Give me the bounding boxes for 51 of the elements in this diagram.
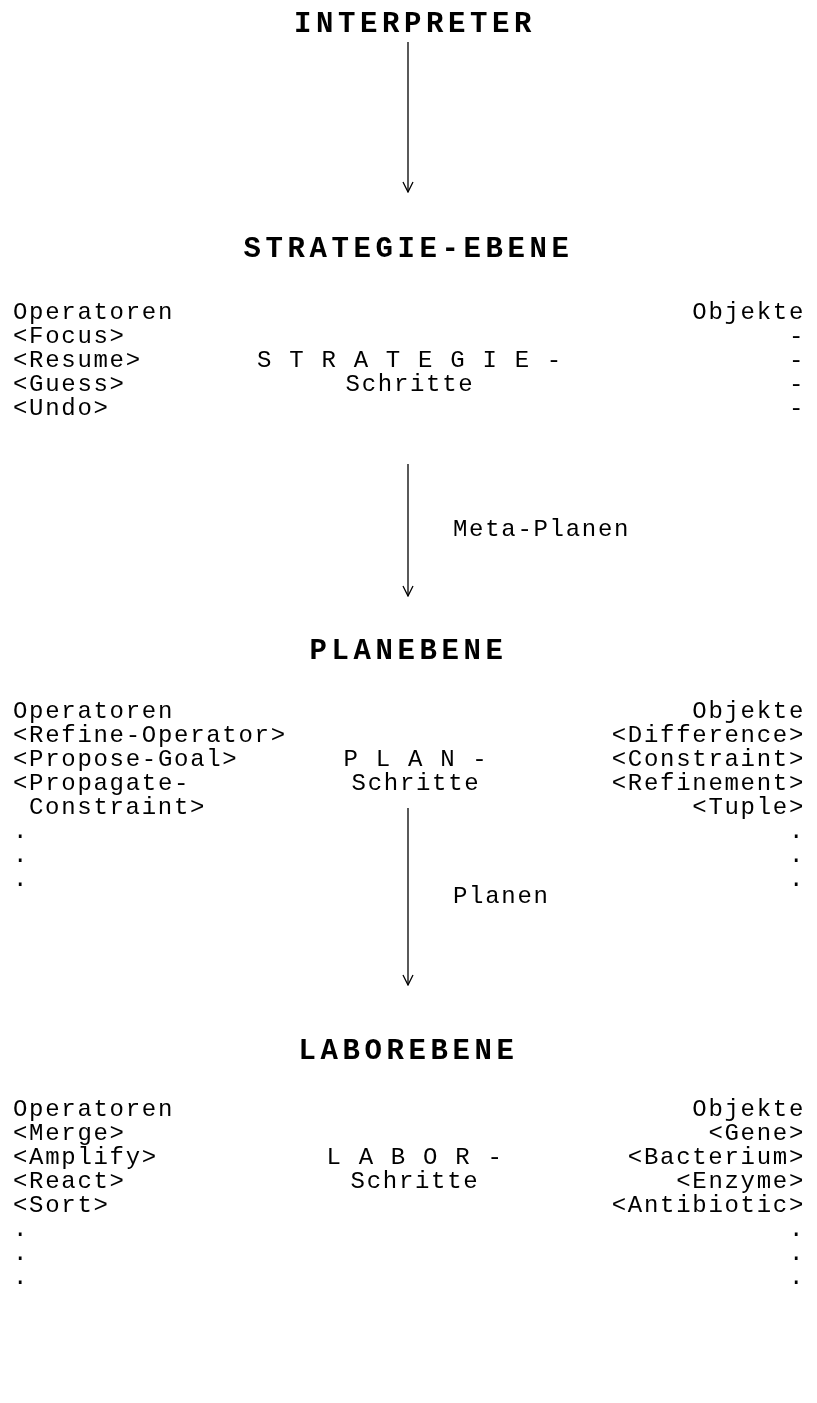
object-label: <Refinement> bbox=[611, 772, 805, 796]
placeholder-dash: - bbox=[788, 325, 805, 349]
operator-label: <Propagate- Constraint> bbox=[13, 772, 207, 820]
ellipsis-dot: . bbox=[788, 1218, 805, 1242]
operator-label: <Refine-Operator> bbox=[13, 724, 287, 748]
operator-label: <React> bbox=[13, 1170, 126, 1194]
object-label: <Bacterium> bbox=[627, 1146, 805, 1170]
ellipsis-dot: . bbox=[13, 1266, 30, 1290]
column-header: Objekte bbox=[692, 1098, 805, 1122]
object-label: <Antibiotic> bbox=[611, 1194, 805, 1218]
operator-label: <Focus> bbox=[13, 325, 126, 349]
object-label: <Gene> bbox=[708, 1122, 805, 1146]
placeholder-dash: - bbox=[788, 373, 805, 397]
object-label: <Difference> bbox=[611, 724, 805, 748]
object-label: <Tuple> bbox=[692, 796, 805, 820]
operator-label: <Undo> bbox=[13, 397, 110, 421]
column-header: Operatoren bbox=[13, 700, 175, 724]
ellipsis-dot: . bbox=[788, 1242, 805, 1266]
ellipsis-dot: . bbox=[13, 844, 30, 868]
arrow bbox=[402, 463, 414, 597]
operator-label: <Merge> bbox=[13, 1122, 126, 1146]
ellipsis-dot: . bbox=[788, 868, 805, 892]
ellipsis-dot: . bbox=[788, 1266, 805, 1290]
operator-label: <Propose-Goal> bbox=[13, 748, 239, 772]
column-header: Objekte bbox=[692, 301, 805, 325]
column-header: Operatoren bbox=[13, 1098, 175, 1122]
object-label: <Enzyme> bbox=[676, 1170, 805, 1194]
operator-label: <Guess> bbox=[13, 373, 126, 397]
ellipsis-dot: . bbox=[13, 1218, 30, 1242]
step-label: S T R A T E G I E - Schritte bbox=[256, 349, 564, 397]
operator-label: <Sort> bbox=[13, 1194, 110, 1218]
step-label: P L A N - Schritte bbox=[342, 748, 490, 796]
arrow bbox=[402, 41, 414, 193]
column-header: Operatoren bbox=[13, 301, 175, 325]
ellipsis-dot: . bbox=[13, 820, 30, 844]
operator-label: <Resume> bbox=[13, 349, 142, 373]
ellipsis-dot: . bbox=[788, 844, 805, 868]
ellipsis-dot: . bbox=[788, 820, 805, 844]
column-header: Objekte bbox=[692, 700, 805, 724]
ellipsis-dot: . bbox=[13, 868, 30, 892]
level-heading: INTERPRETER bbox=[293, 10, 537, 40]
operator-label: <Amplify> bbox=[13, 1146, 158, 1170]
placeholder-dash: - bbox=[788, 349, 805, 373]
step-label: L A B O R - Schritte bbox=[325, 1146, 505, 1194]
object-label: <Constraint> bbox=[611, 748, 805, 772]
placeholder-dash: - bbox=[788, 397, 805, 421]
level-heading: PLANEBENE bbox=[308, 637, 509, 667]
arrow bbox=[402, 807, 414, 986]
level-heading: STRATEGIE-EBENE bbox=[242, 235, 575, 265]
level-heading: LABOREBENE bbox=[297, 1037, 520, 1067]
ellipsis-dot: . bbox=[13, 1242, 30, 1266]
